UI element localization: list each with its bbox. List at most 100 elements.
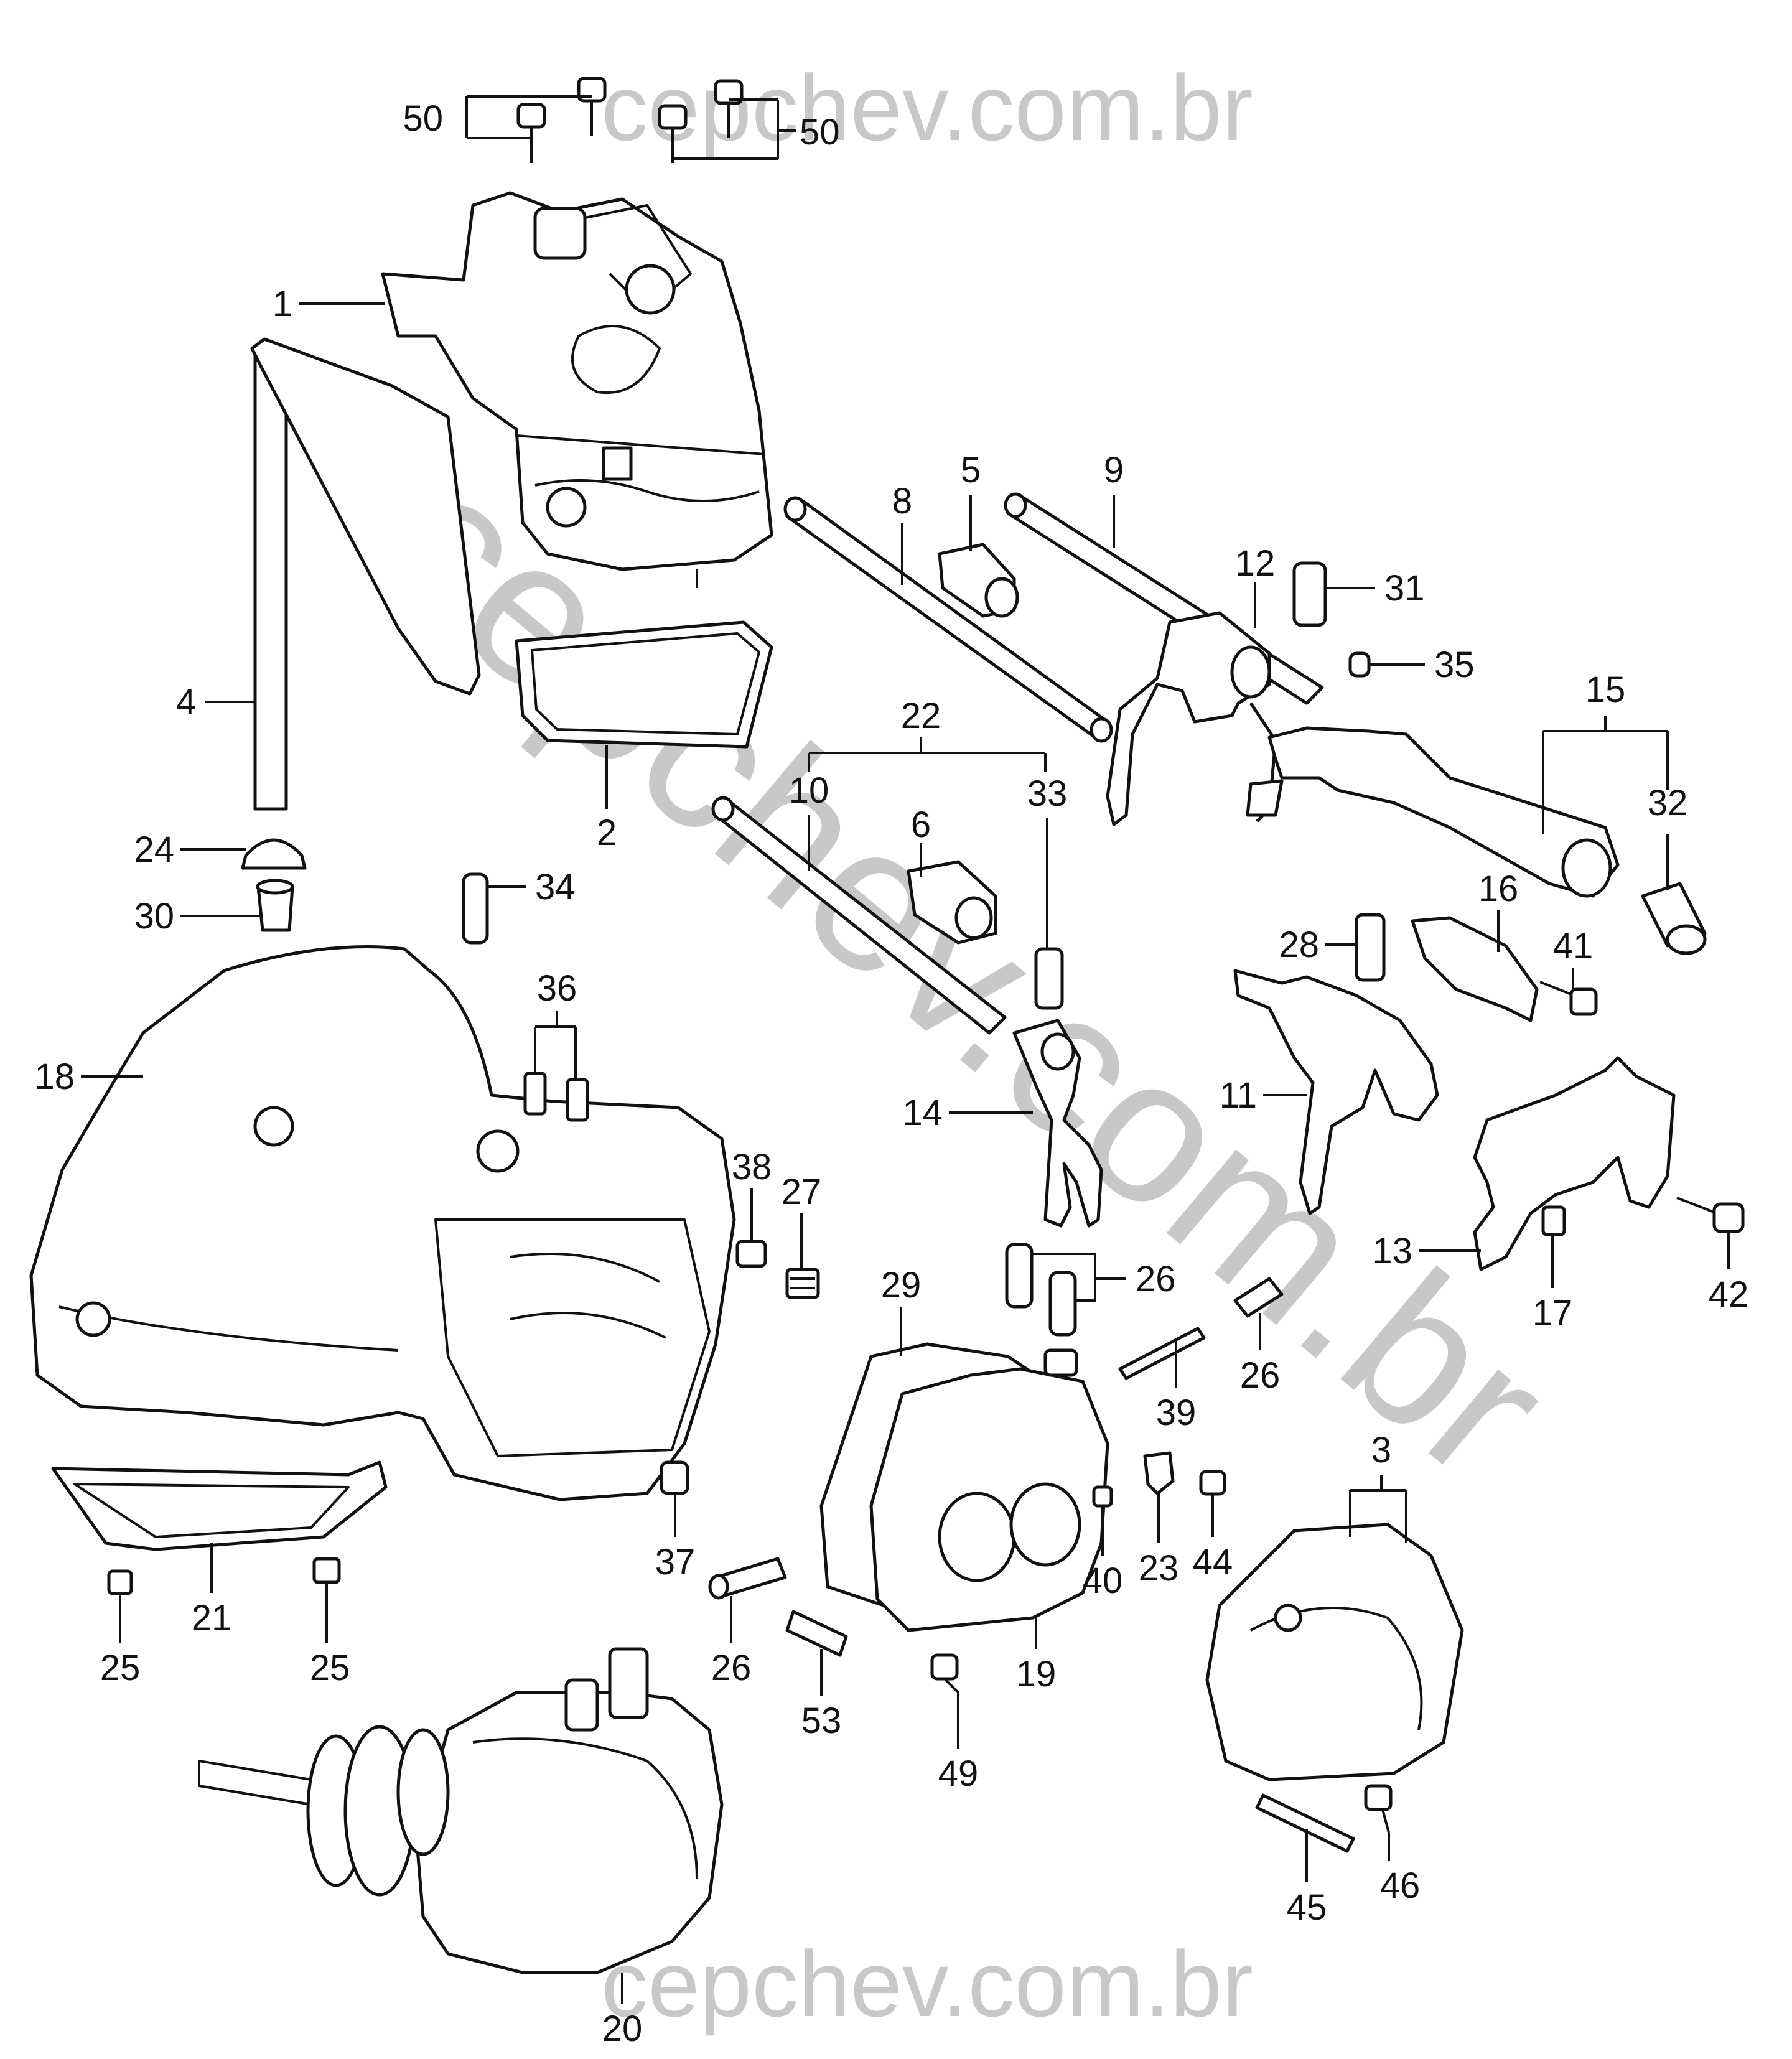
label-34: 34 bbox=[535, 867, 576, 907]
label-49: 49 bbox=[938, 1753, 979, 1794]
part-33-sleeve bbox=[1034, 947, 1064, 1010]
bolt-50-group bbox=[516, 77, 744, 163]
part-4-lever-rod bbox=[250, 337, 481, 811]
part-28-sleeve bbox=[1355, 913, 1386, 982]
part-14-shift-fork bbox=[1012, 1019, 1103, 1228]
label-20: 20 bbox=[602, 2009, 643, 2049]
part-21-cover-plate bbox=[51, 1460, 388, 1551]
part-42-bolt bbox=[1676, 1197, 1745, 1233]
label-50-right: 50 bbox=[800, 112, 840, 152]
part-26-pin bbox=[1005, 1243, 1034, 1309]
label-4: 4 bbox=[176, 682, 196, 722]
label-38: 38 bbox=[732, 1147, 772, 1187]
label-28: 28 bbox=[1279, 925, 1319, 965]
part-15-shaft-fork bbox=[1246, 726, 1620, 898]
part-31-sleeve bbox=[1292, 561, 1327, 627]
label-36: 36 bbox=[537, 968, 577, 1009]
part-35-ball bbox=[1348, 651, 1371, 678]
label-24: 24 bbox=[134, 829, 174, 870]
part-53-pin bbox=[785, 1610, 848, 1657]
label-46: 46 bbox=[1380, 1865, 1421, 1906]
part-1-shift-housing bbox=[381, 191, 773, 588]
part-11-shift-fork bbox=[1233, 969, 1439, 1215]
part-26-pin bbox=[1233, 1277, 1284, 1318]
part-number-labels: 50 50 1 4 2 5 8 9 12 31 35 15 32 22 10 3… bbox=[34, 98, 1748, 2049]
part-45-bolt bbox=[1255, 1793, 1355, 1853]
label-53: 53 bbox=[801, 1701, 842, 1741]
label-45: 45 bbox=[1287, 1887, 1327, 1928]
part-17-clip bbox=[1541, 1205, 1566, 1236]
label-26-lower: 26 bbox=[711, 1648, 752, 1688]
label-8: 8 bbox=[892, 481, 912, 521]
part-16-interlock bbox=[1411, 916, 1539, 1022]
part-19-rear-housing bbox=[869, 1348, 1109, 1632]
bolt-icon bbox=[714, 79, 744, 138]
part-40-plug bbox=[1092, 1485, 1113, 1508]
label-26-center: 26 bbox=[1136, 1259, 1176, 1299]
label-3: 3 bbox=[1371, 1430, 1391, 1470]
part-18-clutch-housing bbox=[29, 945, 736, 1501]
label-6: 6 bbox=[911, 805, 931, 845]
part-25-bolt-left bbox=[107, 1569, 133, 1605]
label-22: 22 bbox=[901, 696, 941, 736]
part-34-pin bbox=[462, 872, 489, 945]
label-2: 2 bbox=[597, 813, 617, 853]
part-32-sleeve bbox=[1641, 882, 1707, 955]
part-23-clip bbox=[1143, 1451, 1175, 1495]
label-9: 9 bbox=[1104, 450, 1124, 490]
part-41-bolt bbox=[1539, 981, 1598, 1016]
label-42: 42 bbox=[1709, 1274, 1749, 1315]
label-30: 30 bbox=[134, 896, 174, 936]
label-13: 13 bbox=[1372, 1231, 1412, 1271]
part-26-pin-lower bbox=[708, 1557, 787, 1600]
label-25-right: 25 bbox=[310, 1648, 350, 1688]
part-20-gearbox-assembly bbox=[198, 1647, 724, 1974]
label-23: 23 bbox=[1139, 1548, 1179, 1589]
part-37-pin bbox=[660, 1460, 689, 1495]
label-50-left: 50 bbox=[403, 98, 443, 139]
part-5-selector bbox=[938, 543, 1019, 618]
part-27-plug bbox=[785, 1268, 820, 1299]
part-2-gasket bbox=[515, 620, 773, 749]
part-25-bolt-right bbox=[312, 1557, 341, 1599]
part-24-seal-cup bbox=[241, 838, 307, 870]
label-12: 12 bbox=[1235, 543, 1276, 584]
part-3-end-cover bbox=[1205, 1523, 1464, 1781]
label-39: 39 bbox=[1156, 1393, 1197, 1433]
label-15: 15 bbox=[1585, 670, 1626, 710]
part-30-bushing bbox=[256, 879, 294, 932]
label-27: 27 bbox=[782, 1172, 822, 1212]
label-31: 31 bbox=[1384, 568, 1425, 609]
label-16: 16 bbox=[1478, 869, 1519, 909]
label-1: 1 bbox=[273, 284, 292, 324]
label-35: 35 bbox=[1434, 645, 1475, 685]
part-46-bolt bbox=[1364, 1784, 1393, 1833]
label-21: 21 bbox=[192, 1598, 232, 1638]
part-39-rod bbox=[1118, 1327, 1206, 1380]
label-29: 29 bbox=[881, 1265, 922, 1305]
part-38-plug bbox=[735, 1240, 767, 1268]
part-10-shift-shaft bbox=[711, 796, 1007, 1035]
label-33: 33 bbox=[1027, 773, 1068, 814]
part-13-bracket bbox=[1473, 1056, 1676, 1271]
label-17: 17 bbox=[1533, 1293, 1573, 1333]
label-11: 11 bbox=[1220, 1075, 1257, 1116]
label-32: 32 bbox=[1648, 783, 1688, 823]
bolt-icon bbox=[658, 104, 688, 163]
bolt-icon bbox=[516, 103, 546, 163]
label-5: 5 bbox=[961, 450, 981, 490]
part-36-pins bbox=[523, 1072, 589, 1122]
part-26-pin bbox=[1048, 1271, 1077, 1337]
part-6-selector bbox=[907, 860, 997, 945]
part-49-bolt bbox=[930, 1653, 959, 1694]
watermark-bottom: cepchev.com.br bbox=[601, 1931, 1253, 2036]
part-8-shift-shaft bbox=[783, 496, 1113, 743]
leader-lines bbox=[81, 95, 1730, 2004]
label-19: 19 bbox=[1016, 1654, 1057, 1694]
label-41: 41 bbox=[1553, 926, 1594, 966]
label-10: 10 bbox=[789, 770, 829, 811]
label-26-right: 26 bbox=[1240, 1355, 1281, 1396]
part-44-bolt bbox=[1199, 1470, 1226, 1506]
label-18: 18 bbox=[34, 1057, 75, 1097]
